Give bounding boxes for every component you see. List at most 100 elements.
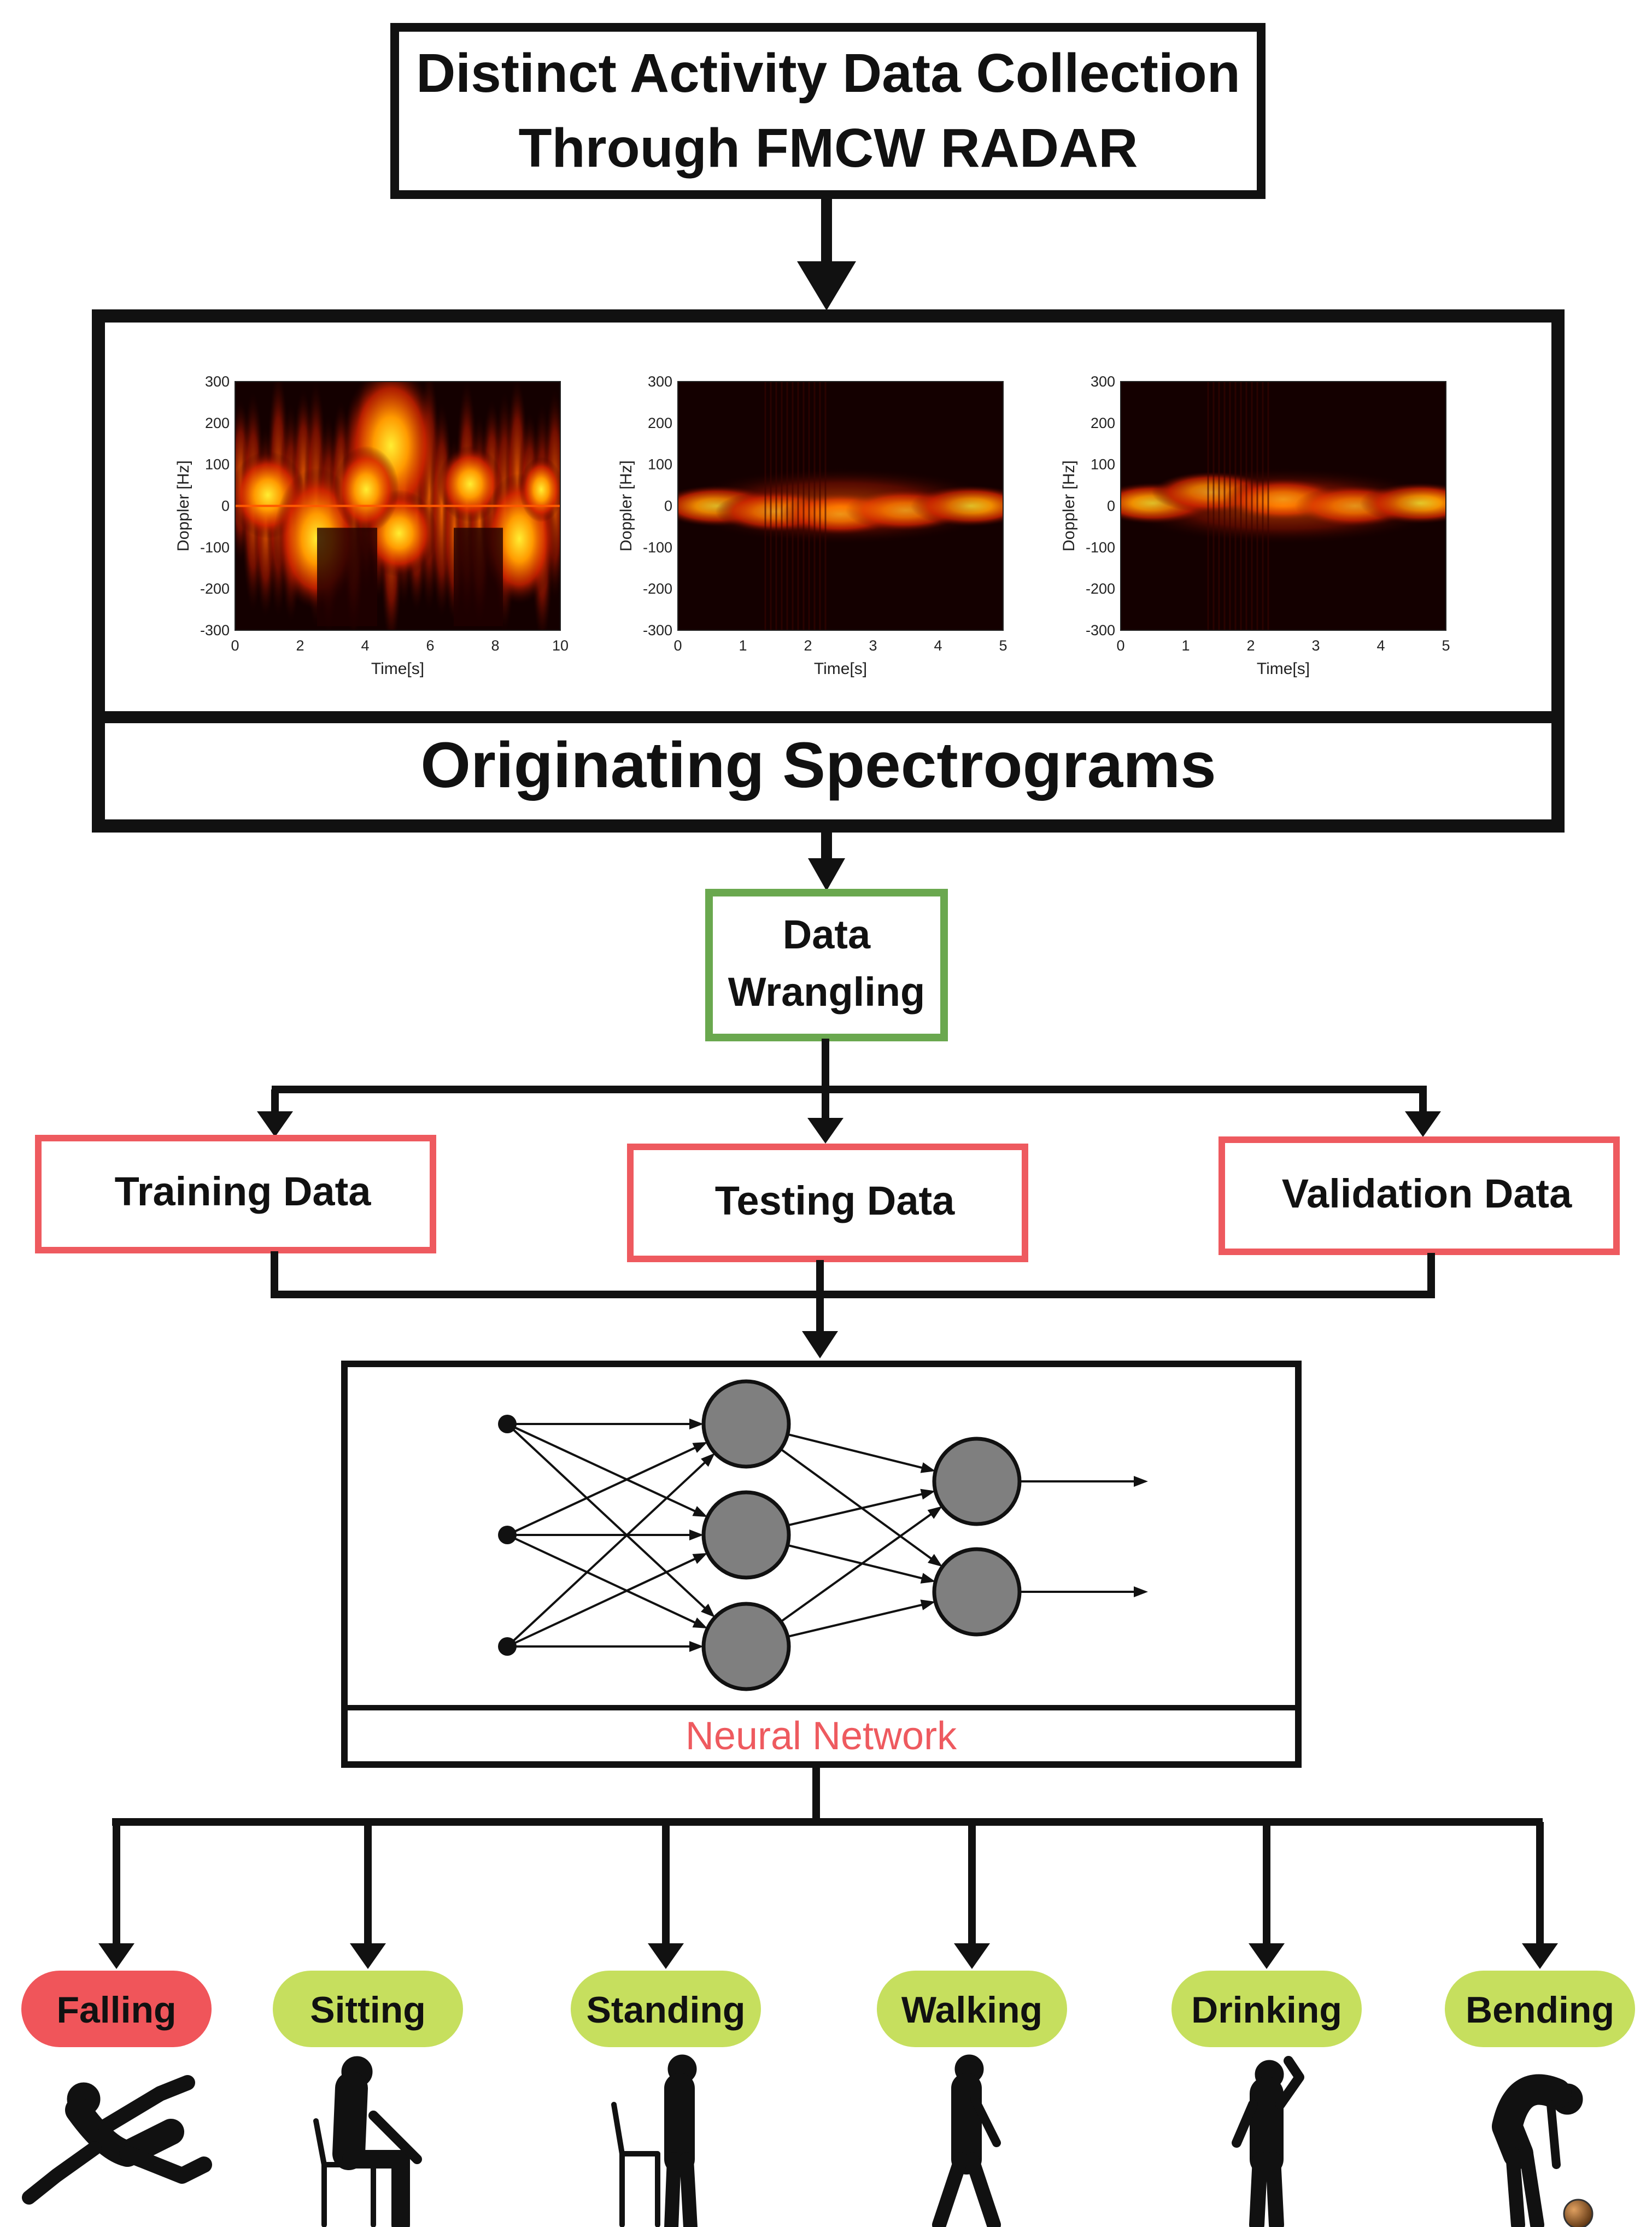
drop-arrowhead [954, 1943, 990, 1969]
y-axis-label: Doppler [Hz] [617, 460, 635, 552]
drop-arrowhead [98, 1943, 134, 1969]
activity-pill [1171, 1971, 1362, 2047]
y-tick-label: -100 [643, 539, 672, 555]
x-tick-label: 4 [1376, 637, 1385, 654]
validation-data-box: Validation Data [1219, 1136, 1620, 1255]
activity-silhouette-icon [932, 2054, 1001, 2227]
activity-silhouette-icon [1492, 2074, 1583, 2227]
activity-silhouette-icon [313, 2056, 422, 2227]
spectrogram-frame-2 [677, 381, 1004, 631]
activity-pill [1445, 1971, 1635, 2047]
arrowhead [920, 1462, 936, 1473]
activity-sitting: Sitting [273, 1971, 463, 2227]
data-wrangling-box: Data Wrangling [705, 889, 948, 1041]
neural-network-graph [498, 1379, 1148, 1691]
y-tick-label: 200 [205, 415, 230, 431]
activity-silhouette-icon [611, 2054, 698, 2227]
y-axis-label: Doppler [Hz] [174, 460, 192, 552]
arrowhead [927, 1506, 942, 1519]
title-line-2: Through FMCW RADAR [518, 118, 1138, 179]
drop-arrowhead [648, 1943, 684, 1969]
input-node [498, 1637, 517, 1656]
hidden-neuron [701, 1379, 791, 1469]
arrowhead [689, 1641, 704, 1652]
output-neuron [932, 1437, 1022, 1526]
spectrograms-label: Originating Spectrograms [420, 729, 1216, 801]
y-tick-label: -200 [1086, 581, 1115, 597]
drop-arrowhead [1249, 1943, 1285, 1969]
activity-label: Walking [901, 1989, 1042, 2031]
input-node [498, 1526, 517, 1544]
spectrogram-frame-1 [235, 381, 561, 631]
ball-icon [1563, 2199, 1594, 2227]
activity-pill [877, 1971, 1067, 2047]
training-data-label: Training Data [115, 1169, 372, 1214]
connection [507, 1556, 699, 1648]
title-box: Distinct Activity Data Collection Throug… [390, 23, 1266, 199]
y-tick-label: 300 [1091, 373, 1115, 390]
y-tick-label: 0 [664, 498, 672, 514]
split-connectors [257, 1039, 1441, 1144]
x-tick-label: 5 [1442, 637, 1450, 654]
x-tick-label: 1 [739, 637, 747, 654]
activity-label: Bending [1466, 1989, 1614, 2031]
spectrogram-image-1 [235, 382, 560, 630]
y-axis-label: Doppler [Hz] [1060, 460, 1078, 552]
activity-label: Falling [56, 1989, 176, 2031]
arrowhead [928, 1554, 942, 1567]
connection [507, 1534, 699, 1626]
arrowhead [692, 1506, 708, 1517]
x-tick-label: 6 [426, 637, 434, 654]
arrowhead [692, 1552, 708, 1564]
arrowhead [920, 1599, 936, 1610]
wrangling-line-2: Wrangling [728, 969, 925, 1015]
x-tick-label: 0 [231, 637, 239, 654]
arrowhead [692, 1441, 708, 1453]
arrowhead [701, 1453, 715, 1467]
x-tick-label: 0 [673, 637, 682, 654]
x-tick-label: 5 [999, 637, 1007, 654]
testing-data-box: Testing Data [627, 1144, 1028, 1262]
hidden-neuron [701, 1602, 791, 1691]
x-tick-label: 8 [491, 637, 499, 654]
spectrogram-frame-3 [1120, 381, 1446, 631]
merge-connectors [271, 1251, 1435, 1358]
y-tick-label: -200 [200, 581, 230, 597]
connection [506, 1458, 709, 1648]
x-tick-label: 2 [296, 637, 304, 654]
x-tick-label: 10 [552, 637, 569, 654]
y-tick-label: 300 [648, 373, 672, 390]
activity-pill [273, 1971, 463, 2047]
activity-label: Sitting [310, 1989, 426, 2031]
output-neuron [932, 1547, 1022, 1637]
validation-data-label: Validation Data [1282, 1171, 1572, 1216]
hidden-neuron [701, 1490, 791, 1580]
activity-silhouette-icon [22, 2075, 212, 2205]
y-tick-label: -300 [643, 622, 672, 638]
y-tick-label: -100 [200, 539, 230, 555]
x-axis-label: Time[s] [1257, 660, 1310, 678]
spectrogram-image-2 [678, 382, 1003, 630]
x-tick-label: 0 [1116, 637, 1124, 654]
y-tick-label: 100 [1091, 456, 1115, 473]
y-tick-label: 0 [221, 498, 230, 514]
activity-falling: Falling [21, 1971, 212, 2205]
arrow-spectrograms-to-wrangling [808, 828, 845, 891]
x-tick-label: 3 [1311, 637, 1320, 654]
y-tick-label: 300 [205, 373, 230, 390]
activity-drinking: Drinking [1171, 1971, 1362, 2227]
y-tick-label: 200 [648, 415, 672, 431]
neural-network-box: Neural Network [341, 1361, 1302, 1768]
arrow-title-to-spectrograms [797, 197, 856, 310]
wrangling-line-1: Data [783, 912, 871, 957]
x-tick-label: 4 [361, 637, 369, 654]
connection [506, 1423, 709, 1612]
activity-walking: Walking [877, 1971, 1067, 2227]
testing-data-label: Testing Data [715, 1178, 955, 1223]
y-tick-label: -300 [200, 622, 230, 638]
x-axis-label: Time[s] [371, 660, 424, 678]
